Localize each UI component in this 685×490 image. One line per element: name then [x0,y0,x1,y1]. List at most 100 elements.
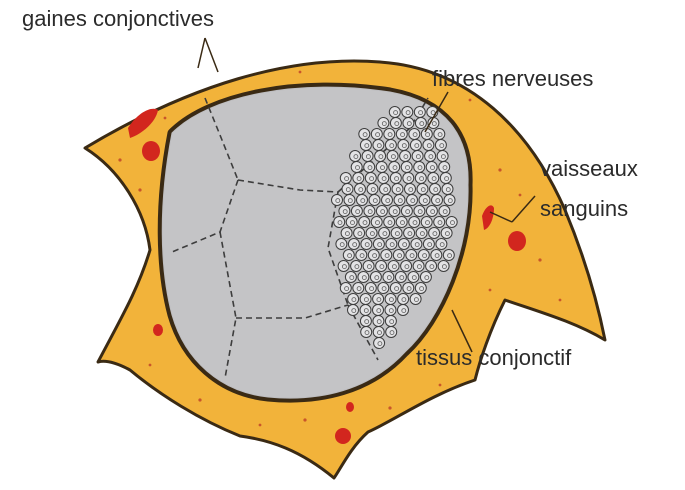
nerve-fibre [351,261,362,272]
nerve-fibre [348,294,359,305]
nerve-fibre [385,316,396,327]
nerve-fibre [360,294,371,305]
blood-vessel-round [142,141,160,161]
nerve-fibre [361,327,372,338]
nerve-fibre [409,129,420,140]
nerve-fibre [415,283,426,294]
nerve-fibre [416,228,427,239]
nerve-fibre [401,206,412,217]
nerve-fibre [401,162,412,173]
label-fibres-nerveuses: fibres nerveuses [432,66,593,91]
nerve-fibre [443,250,454,261]
nerve-fibre [376,162,387,173]
nerve-fibre [393,250,404,261]
nerve-fibre [364,162,375,173]
nerve-fibre [359,217,370,228]
nerve-fibre [375,151,386,162]
nerve-fibre [390,118,401,129]
nerve-fibre [405,184,416,195]
nerve-fibre [371,129,382,140]
nerve-fibre [419,195,430,206]
nerve-fibre [360,316,371,327]
nerve-fibre [413,261,424,272]
nerve-fibre [444,195,455,206]
nerve-fibre [414,162,425,173]
nerve-fibre [437,151,448,162]
nerve-fibre [348,239,359,250]
nerve-fibre [357,195,368,206]
nerve-fibre [446,217,457,228]
nerve-fibre [368,250,379,261]
nerve-fibre [343,250,354,261]
nerve-fibre [439,162,450,173]
nerve-fibre [379,228,390,239]
leader-gaines [205,38,218,72]
nerve-fibre [350,151,361,162]
nerve-fibre [388,261,399,272]
nerve-fibre [430,184,441,195]
nerve-fibre [403,173,414,184]
nerve-fibre [362,151,373,162]
nerve-fibre [414,206,425,217]
nerve-fibre [351,206,362,217]
nerve-fibre [402,107,413,118]
nerve-fibre [365,283,376,294]
leader-gaines [198,38,205,68]
nerve-fibre [334,217,345,228]
nerve-fibre [426,261,437,272]
nerve-fibre [348,305,359,316]
nerve-fibre [373,305,384,316]
nerve-fibre [356,250,367,261]
nerve-fibre [374,338,385,349]
nerve-fibre [431,250,442,261]
nerve-fibre [341,228,352,239]
nerve-fibre [401,261,412,272]
nerve-fibre [338,261,349,272]
nerve-fibre [403,118,414,129]
nerve-fibre [378,118,389,129]
nerve-fibre [358,272,369,283]
nerve-fibre [442,184,453,195]
nerve-fibre [381,250,392,261]
nerve-fibre [363,261,374,272]
nerve-fibre [398,239,409,250]
nerve-fibre [428,173,439,184]
nerve-fibre [359,129,370,140]
nerve-fibre [396,129,407,140]
nerve-fibre [389,206,400,217]
nerve-fibre [434,217,445,228]
blood-vessel-small [153,324,163,336]
nerve-fibre [392,184,403,195]
nerve-fibre [425,151,436,162]
nerve-fibre [360,140,371,151]
nerve-fibre [412,151,423,162]
label-tissus-conjonctif: tissus conjonctif [416,345,571,370]
nerve-fibre [386,239,397,250]
nerve-fibre [380,184,391,195]
nerve-fibre [373,239,384,250]
nerve-fibre [432,195,443,206]
nerve-fibre [367,184,378,195]
nerve-fibre [369,195,380,206]
nerve-fibre [389,162,400,173]
nerve-fibre [394,195,405,206]
nerve-fibre [339,206,350,217]
nerve-fibre [376,206,387,217]
nerve-fibre [438,261,449,272]
nerve-fibre [423,140,434,151]
nerve-fibre [384,129,395,140]
nerve-fibre [387,151,398,162]
nerve-fibre [439,206,450,217]
blood-vessel-round [508,231,526,251]
nerve-fibre [384,217,395,228]
nerve-fibre [386,327,397,338]
nerve-fibre [395,272,406,283]
nerve-fibre [364,206,375,217]
nerve-fibre [415,173,426,184]
nerve-fibre [342,184,353,195]
nerve-fibre [336,239,347,250]
nerve-fibre [332,195,343,206]
nerve-fibre [366,228,377,239]
nerve-fibre [426,162,437,173]
